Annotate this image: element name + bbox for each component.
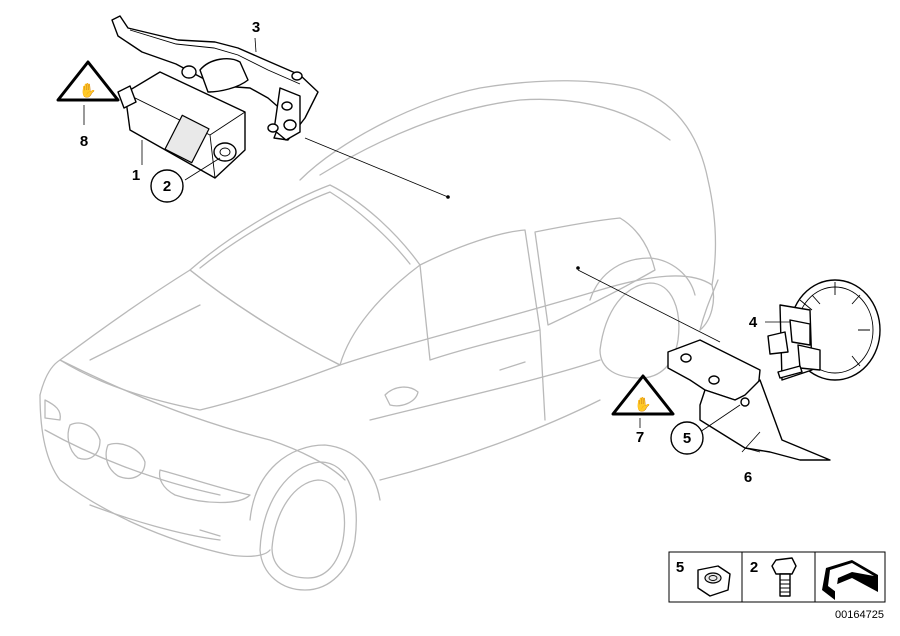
callout-2: 2: [163, 178, 171, 195]
callout-7: 7: [636, 429, 644, 446]
legend-box: 5 2: [668, 551, 886, 603]
callout-3: 3: [252, 19, 260, 36]
callout-5: 5: [683, 430, 691, 447]
callout-4: 4: [749, 314, 758, 331]
hex-bolt-icon: [771, 557, 797, 597]
legend-bolt-label: 2: [750, 559, 758, 576]
warning-glyph: ✋: [79, 82, 96, 98]
callout-1: 1: [132, 167, 140, 184]
direction-arrow-icon: [822, 560, 878, 600]
document-number: 00164725: [835, 609, 884, 621]
siren-horn-icon: [767, 279, 881, 381]
callout-6: 6: [744, 469, 752, 486]
callout-8: 8: [80, 133, 88, 150]
bracket-icon: [111, 15, 319, 141]
car-outline-icon: [39, 80, 719, 591]
legend-nut-label: 5: [676, 559, 684, 576]
warning-triangle-icon: ✋: [56, 60, 120, 102]
callout-2-circle: [150, 169, 184, 203]
leader-lines: [83, 37, 790, 453]
warning-glyph: ✋: [634, 396, 651, 412]
callout-5-circle: [670, 421, 704, 455]
bracket-icon: [667, 339, 831, 461]
control-unit-icon: [117, 71, 246, 179]
warning-triangle-icon: ✋: [611, 374, 675, 416]
hex-nut-icon: [697, 565, 731, 597]
